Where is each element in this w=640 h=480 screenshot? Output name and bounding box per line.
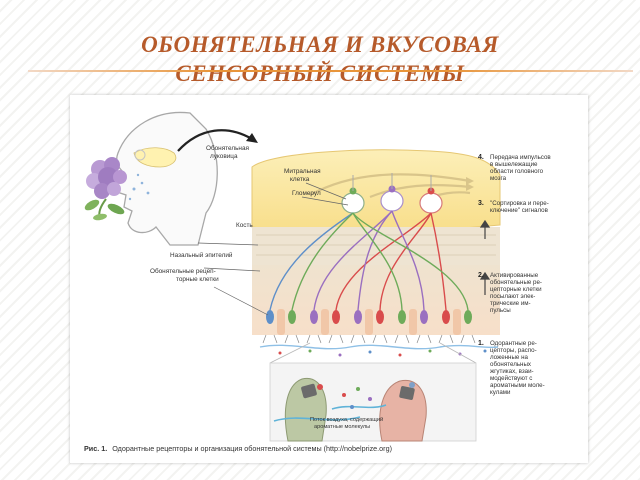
step-text-line: обонятельные ре- xyxy=(490,279,542,286)
mitral-cells xyxy=(349,173,435,195)
step-text-line: Активированные xyxy=(490,272,539,279)
label-mitral-cell-2: клетка xyxy=(290,176,310,183)
step-text-line: Передача импульсов xyxy=(490,154,551,161)
receptor-cells xyxy=(266,310,472,324)
step-number-3: 2. xyxy=(478,272,484,279)
head-profile-illustration xyxy=(113,111,218,246)
step-text-line: обонятельных xyxy=(490,361,532,368)
step-text-line: модействуют с xyxy=(490,375,532,382)
slide-title-line-1: ОБОНЯТЕЛЬНАЯ И ВКУСОВАЯ xyxy=(141,32,499,57)
step-text-line: ключение" сигналов xyxy=(490,207,549,214)
inset-odorants xyxy=(342,387,372,409)
lilac-flower-illustration xyxy=(84,157,127,221)
mucus-odorants xyxy=(259,344,499,357)
label-bone: Кость xyxy=(236,222,253,229)
step-text-line: области головного xyxy=(490,168,544,175)
receptor-axons xyxy=(269,210,469,311)
olfactory-figure: Обонятельная луковица Митральная клетка … xyxy=(70,95,588,463)
step-number-4: 1. xyxy=(478,340,484,347)
slide-title: ОБОНЯТЕЛЬНАЯ И ВКУСОВАЯ СЕНСОРНЫЙ СИСТЕМ… xyxy=(30,30,610,88)
step-text-line: кулами xyxy=(490,389,511,396)
nasal-epithelium xyxy=(252,265,500,335)
figure-caption: Рис. 1. Одорантные рецепторы и организац… xyxy=(84,444,392,453)
caption-text: Одорантные рецепторы и организация обоня… xyxy=(112,444,392,453)
step-text-line: пульсы xyxy=(490,307,511,314)
label-mitral-cell-1: Митральная xyxy=(284,168,321,175)
figure-labels: Обонятельная луковица Митральная клетка … xyxy=(150,144,383,430)
step-text-line: цепторы, распо- xyxy=(490,347,537,354)
step-text-line: ложенные на xyxy=(490,354,528,361)
zoom-lines xyxy=(269,342,477,364)
label-airflow-2: ароматные молекулы xyxy=(314,424,370,430)
olfactory-bulb-region xyxy=(251,149,501,233)
pointer-arrow-head xyxy=(246,133,258,143)
title-divider xyxy=(28,70,633,72)
step-text-line: посылают элек- xyxy=(490,293,535,300)
olfactory-diagram: Обонятельная луковица Митральная клетка … xyxy=(84,111,551,453)
step-text-line: мозга xyxy=(490,175,507,182)
label-receptor-cells-1: Обонятельные рецеп- xyxy=(150,267,216,275)
label-leader-lines xyxy=(197,182,349,316)
supporting-cells xyxy=(277,309,461,335)
pointer-arrow xyxy=(177,129,253,152)
glomeruli xyxy=(341,190,443,214)
step-arrows xyxy=(479,219,491,295)
inset-cilia-illustration xyxy=(284,377,427,442)
label-receptor-cells-2: торные клетки xyxy=(176,276,219,283)
label-airflow-1: Поток воздуха, содержащий xyxy=(310,416,383,423)
step-text-line: Одорантные ре- xyxy=(490,340,537,347)
inset-airflow xyxy=(273,404,387,422)
step-number-2: 3. xyxy=(478,200,484,207)
step-text-line: в вышележащие xyxy=(490,161,538,168)
step-text-line: жгутиках, взаи- xyxy=(490,368,534,375)
label-glomerulus: Гломерул xyxy=(292,190,321,197)
slide-title-line-2: СЕНСОРНЫЙ СИСТЕМЫ xyxy=(175,61,465,86)
label-olfactory-bulb-1: Обонятельная xyxy=(206,144,250,152)
step-number-1: 4. xyxy=(478,154,484,161)
step-text-line: "Сортировка и пере- xyxy=(490,200,549,207)
label-olfactory-bulb-2: луковица xyxy=(210,153,238,160)
label-nasal-epithelium: Назальный эпителий xyxy=(170,251,233,259)
step-text-line: ароматными моле- xyxy=(490,382,545,389)
olfactory-cilia xyxy=(262,334,476,344)
odorant-molecules-air xyxy=(128,173,150,201)
step-text-line: трические им- xyxy=(490,300,531,307)
caption-prefix: Рис. 1. xyxy=(84,444,107,453)
step-text-line: цепторные клетки xyxy=(490,286,542,293)
